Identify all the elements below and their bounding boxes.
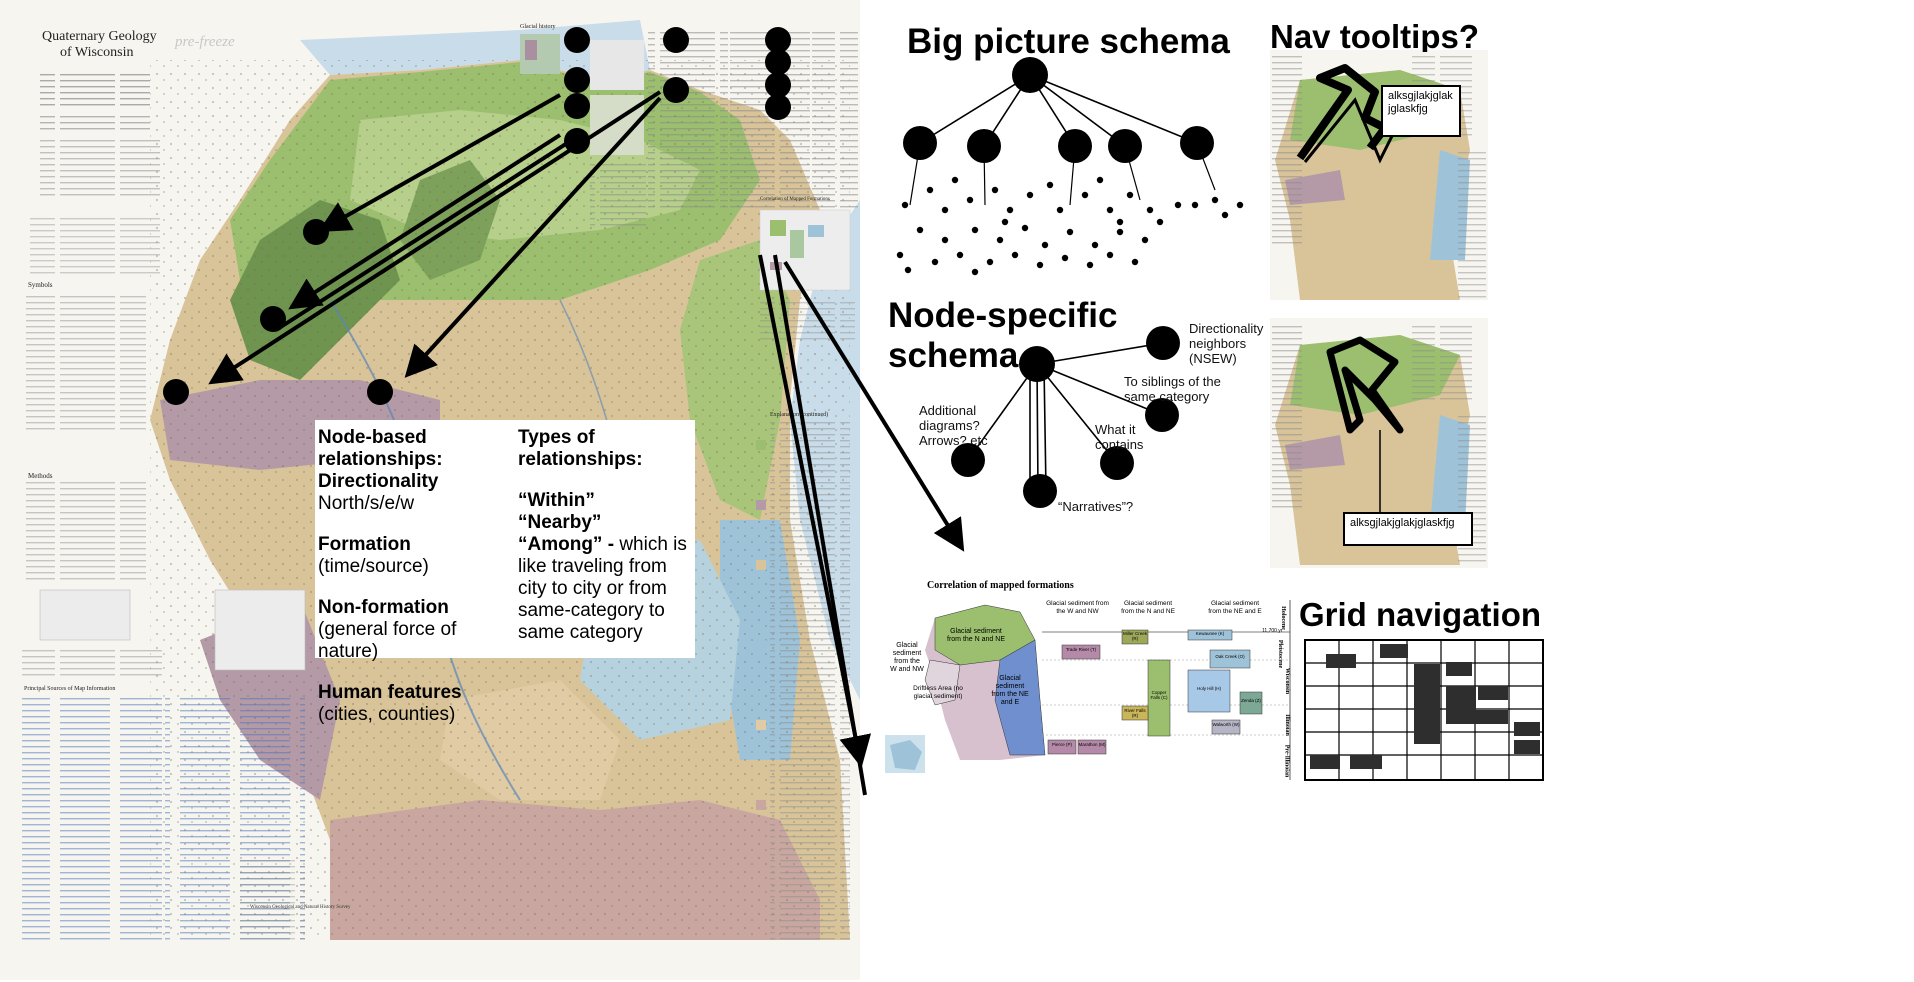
nav-tooltip-2[interactable]: alksgjlakjglakjglaskfjg xyxy=(1343,512,1473,546)
siblings-label: To siblings of the same category xyxy=(1124,374,1221,404)
correlation-col-header-1: Glacial sediment from the W and NW xyxy=(1046,600,1109,615)
formation-zenda: Zenda (Z) xyxy=(1241,698,1261,703)
glacial-history-heading: Glacial history xyxy=(520,24,556,30)
directionality-neighbors-label: Directionality neighbors (NSEW) xyxy=(1189,321,1264,366)
formation-kewaunee: Kewaunee (K) xyxy=(1195,631,1225,636)
directionality-text: North/s/e/w xyxy=(318,493,415,514)
survey-name: Wisconsin Geological and Natural History… xyxy=(250,905,351,910)
nav-tooltips-title: Nav tooltips? xyxy=(1270,18,1480,52)
epoch-pleistocene: Pleistocene xyxy=(1277,639,1284,669)
correlation-heading-map: Correlation of Mapped Formations xyxy=(760,197,830,202)
map-title-line2: of Wisconsin xyxy=(60,45,133,60)
node-specific-title: Node-specific schema xyxy=(888,296,1118,375)
formation-text: (time/source) xyxy=(318,556,429,577)
big-picture-schema xyxy=(896,57,1244,276)
epoch-holocene: Holocene xyxy=(1279,606,1286,630)
methods-heading: Methods xyxy=(28,472,53,480)
within-label: “Within” xyxy=(518,490,595,511)
nonformation-heading: Non-formation xyxy=(318,597,449,618)
epoch-pre-illinoian: Pre-Illinoian xyxy=(1283,744,1290,778)
formation-trade-river: Trade River (T) xyxy=(1065,647,1097,652)
map-arrows xyxy=(208,90,965,796)
epoch-illinoian: Illinoian xyxy=(1283,714,1290,736)
epoch-wisconsin: Wisconsin xyxy=(1284,667,1291,695)
correlation-age-label: 11,700 yr xyxy=(1262,628,1283,634)
nav-tooltip-1[interactable]: alksgjlakjglak jglaskfjg xyxy=(1381,85,1461,137)
correlation-diagram xyxy=(885,600,1291,780)
correlation-map-label-driftless: Driftless Area (no glacial sediment) xyxy=(913,685,963,700)
human-features-text: (cities, counties) xyxy=(318,704,456,725)
geology-map-poster: Quaternary Geology of Wisconsin pre-free… xyxy=(0,0,860,980)
relationship-types-text: Types of relationships: “Within” “Nearby… xyxy=(518,427,693,644)
big-picture-title: Big picture schema xyxy=(907,22,1230,61)
formation-marathon: Marathon (M) xyxy=(1078,742,1106,747)
grid-navigation-diagram xyxy=(1304,639,1544,781)
node-based-relationships-text: Node-based relationships: Directionality… xyxy=(318,427,513,726)
node-based-heading: Node-based relationships: xyxy=(318,427,443,470)
directionality-heading: Directionality xyxy=(318,471,439,492)
formation-river-falls: River Falls (R) xyxy=(1124,708,1146,718)
nonformation-text: (general force of nature) xyxy=(318,619,457,662)
formation-holy-hill: Holy Hill (H) xyxy=(1197,686,1221,691)
correlation-map-label-east: Glacial sediment from the NE and E xyxy=(991,675,1029,706)
correlation-map-label-west: Glacial sediment from the W and NW xyxy=(890,642,924,673)
formation-copper-falls: Copper Falls (C) xyxy=(1150,690,1168,700)
nav-tooltip-thumbnail-2 xyxy=(1270,318,1488,568)
map-title: Quaternary Geology xyxy=(42,29,157,44)
explanation-heading: Explanation (continued) xyxy=(770,411,828,418)
node-specific-schema xyxy=(951,326,1180,508)
principal-sources-heading: Principal Sources of Map Information xyxy=(24,685,115,692)
human-features-heading: Human features xyxy=(318,682,462,703)
symbols-heading: Symbols xyxy=(28,281,53,289)
grid-navigation-title: Grid navigation xyxy=(1299,596,1542,633)
among-label: “Among” - xyxy=(518,534,620,555)
formation-oak-creek: Oak Creek (O) xyxy=(1215,654,1245,659)
correlation-col-header-2: Glacial sediment from the N and NE xyxy=(1121,600,1175,615)
node-based-box xyxy=(315,420,515,658)
among-text: which is like traveling from city to cit… xyxy=(518,534,687,643)
additional-diagrams-label: Additional diagrams? Arrows? etc xyxy=(919,403,988,448)
watermark: pre-freeze xyxy=(174,34,235,50)
formation-heading: Formation xyxy=(318,534,411,555)
narratives-label: “Narratives”? xyxy=(1058,499,1134,514)
relationship-types-box xyxy=(515,420,695,658)
big-picture-leaf-dots xyxy=(896,176,1244,276)
nearby-label: “Nearby” xyxy=(518,512,602,533)
formation-walworth: Walworth (W) xyxy=(1212,722,1240,727)
correlation-col-header-3: Glacial sediment from the NE and E xyxy=(1208,600,1262,615)
formation-pierce: Pierce (P) xyxy=(1051,742,1072,747)
correlation-map-label-north: Glacial sediment from the N and NE xyxy=(947,628,1005,643)
relationship-types-heading: Types of relationships: xyxy=(518,427,643,470)
correlation-title: Correlation of mapped formations xyxy=(927,580,1074,591)
what-it-contains-label: What it contains xyxy=(1095,422,1144,452)
formation-miller-creek: Miller Creek (R) xyxy=(1122,631,1147,641)
